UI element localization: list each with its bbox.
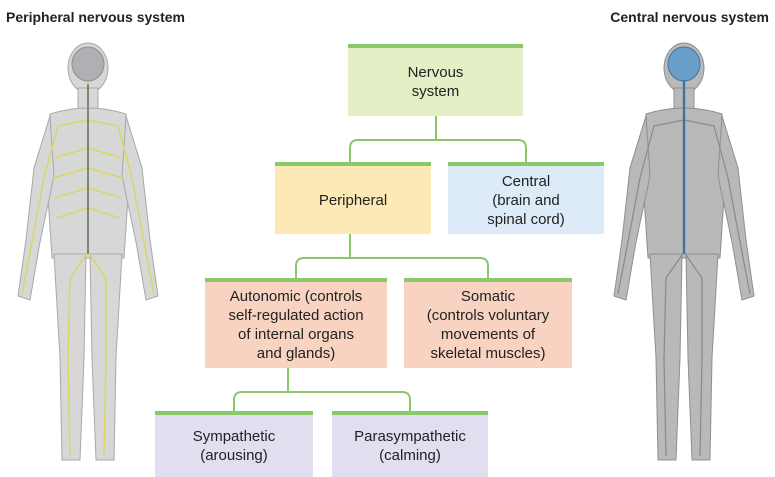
central-box: Central (brain and spinal cord) — [448, 162, 604, 234]
central-nervous-system-figure — [613, 42, 755, 461]
sympathetic-box: Sympathetic (arousing) — [155, 411, 313, 477]
parasympathetic-box: Parasympathetic (calming) — [332, 411, 488, 477]
peripheral-nerves — [617, 119, 751, 457]
autonomic-box: Autonomic (controls self-regulated actio… — [205, 278, 387, 368]
peripheral-nervous-system-heading: Peripheral nervous system — [6, 9, 185, 25]
brain-icon — [71, 46, 105, 82]
nervous-system-box: Nervous system — [348, 44, 523, 116]
somatic-box: Somatic (controls voluntary movements of… — [404, 278, 572, 368]
peripheral-box: Peripheral — [275, 162, 431, 234]
peripheral-nervous-system-figure — [17, 42, 159, 461]
body-silhouette — [17, 42, 159, 461]
central-nervous-system-heading: Central nervous system — [610, 9, 769, 25]
